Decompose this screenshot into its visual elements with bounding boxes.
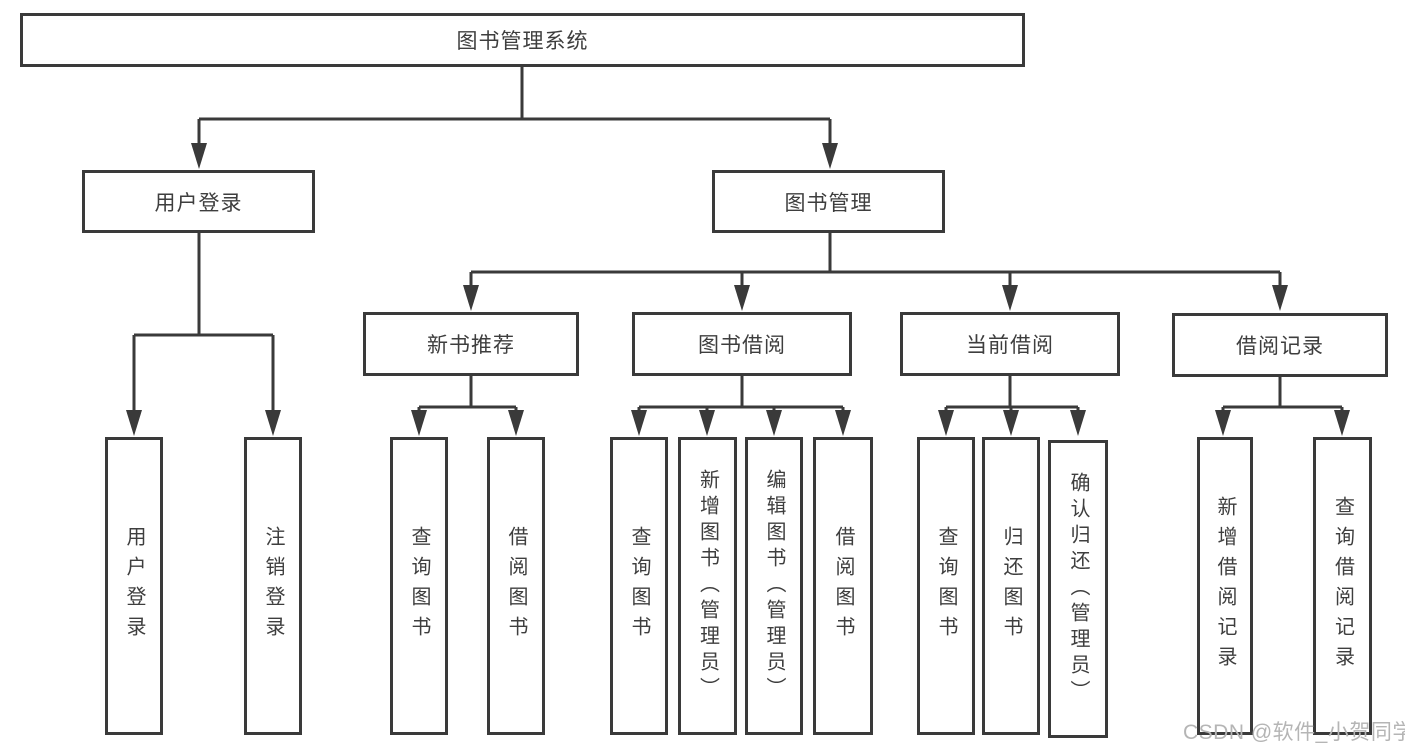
node-book-manage-label: 图书管理 <box>784 191 873 215</box>
connector-borrow-branch <box>637 376 845 416</box>
csdn-watermark: CSDN @软件_小贺同学 <box>1183 721 1405 744</box>
connector-root-to-level2 <box>197 67 832 150</box>
node-current-borrow: 当前借阅 <box>900 312 1120 376</box>
leaf-records-query-record-label: 查询借阅记录 <box>1331 496 1354 676</box>
leaf-recommend-query-book: 查询图书 <box>390 437 448 735</box>
leaf-records-query-record: 查询借阅记录 <box>1313 437 1372 735</box>
leaf-current-query-book: 查询图书 <box>917 437 975 735</box>
leaf-borrow-borrow-book-label: 借阅图书 <box>832 526 854 646</box>
connector-bookmanage-branch <box>469 233 1282 292</box>
node-book-borrow: 图书借阅 <box>632 312 852 376</box>
node-user-login: 用户登录 <box>82 170 315 233</box>
node-borrow-records: 借阅记录 <box>1172 313 1388 377</box>
leaf-borrow-borrow-book: 借阅图书 <box>813 437 873 735</box>
leaf-borrow-query-book-label: 查询图书 <box>628 526 650 646</box>
node-book-manage: 图书管理 <box>712 170 945 233</box>
connector-records-branch <box>1221 377 1344 416</box>
node-root-label: 图书管理系统 <box>456 30 589 53</box>
leaf-current-return-book: 归还图书 <box>982 437 1040 735</box>
leaf-recommend-borrow-book-label: 借阅图书 <box>505 526 527 646</box>
node-borrow-records-label: 借阅记录 <box>1236 335 1324 358</box>
node-current-borrow-label: 当前借阅 <box>966 334 1054 357</box>
leaf-login-label: 用户登录 <box>123 526 145 646</box>
arrowheads <box>126 143 1350 436</box>
leaf-current-confirm-return: 确认归还（管理员） <box>1048 440 1108 738</box>
leaf-borrow-add-book-label: 新增图书（管理员） <box>696 469 719 703</box>
leaf-recommend-query-book-label: 查询图书 <box>408 526 430 646</box>
node-new-book-recommend-label: 新书推荐 <box>427 334 515 357</box>
leaf-borrow-edit-book-label: 编辑图书（管理员） <box>763 469 785 703</box>
leaf-recommend-borrow-book: 借阅图书 <box>487 437 545 735</box>
leaf-logout-label: 注销登录 <box>262 526 284 646</box>
leaf-records-add-record-label: 新增借阅记录 <box>1214 496 1236 676</box>
leaf-logout: 注销登录 <box>244 437 302 735</box>
leaf-borrow-query-book: 查询图书 <box>610 437 668 735</box>
leaf-current-return-book-label: 归还图书 <box>1000 526 1022 646</box>
connector-userlogin-branch <box>132 233 275 416</box>
node-user-login-label: 用户登录 <box>154 191 243 215</box>
leaf-login: 用户登录 <box>105 437 163 735</box>
connector-recommend-branch <box>417 376 518 416</box>
node-root: 图书管理系统 <box>20 13 1025 67</box>
leaf-borrow-add-book: 新增图书（管理员） <box>678 437 737 735</box>
leaf-borrow-edit-book: 编辑图书（管理员） <box>745 437 803 735</box>
leaf-current-query-book-label: 查询图书 <box>935 526 957 646</box>
node-new-book-recommend: 新书推荐 <box>363 312 579 376</box>
node-book-borrow-label: 图书借阅 <box>698 334 786 357</box>
leaf-records-add-record: 新增借阅记录 <box>1197 437 1253 735</box>
leaf-current-confirm-return-label: 确认归还（管理员） <box>1067 472 1089 706</box>
